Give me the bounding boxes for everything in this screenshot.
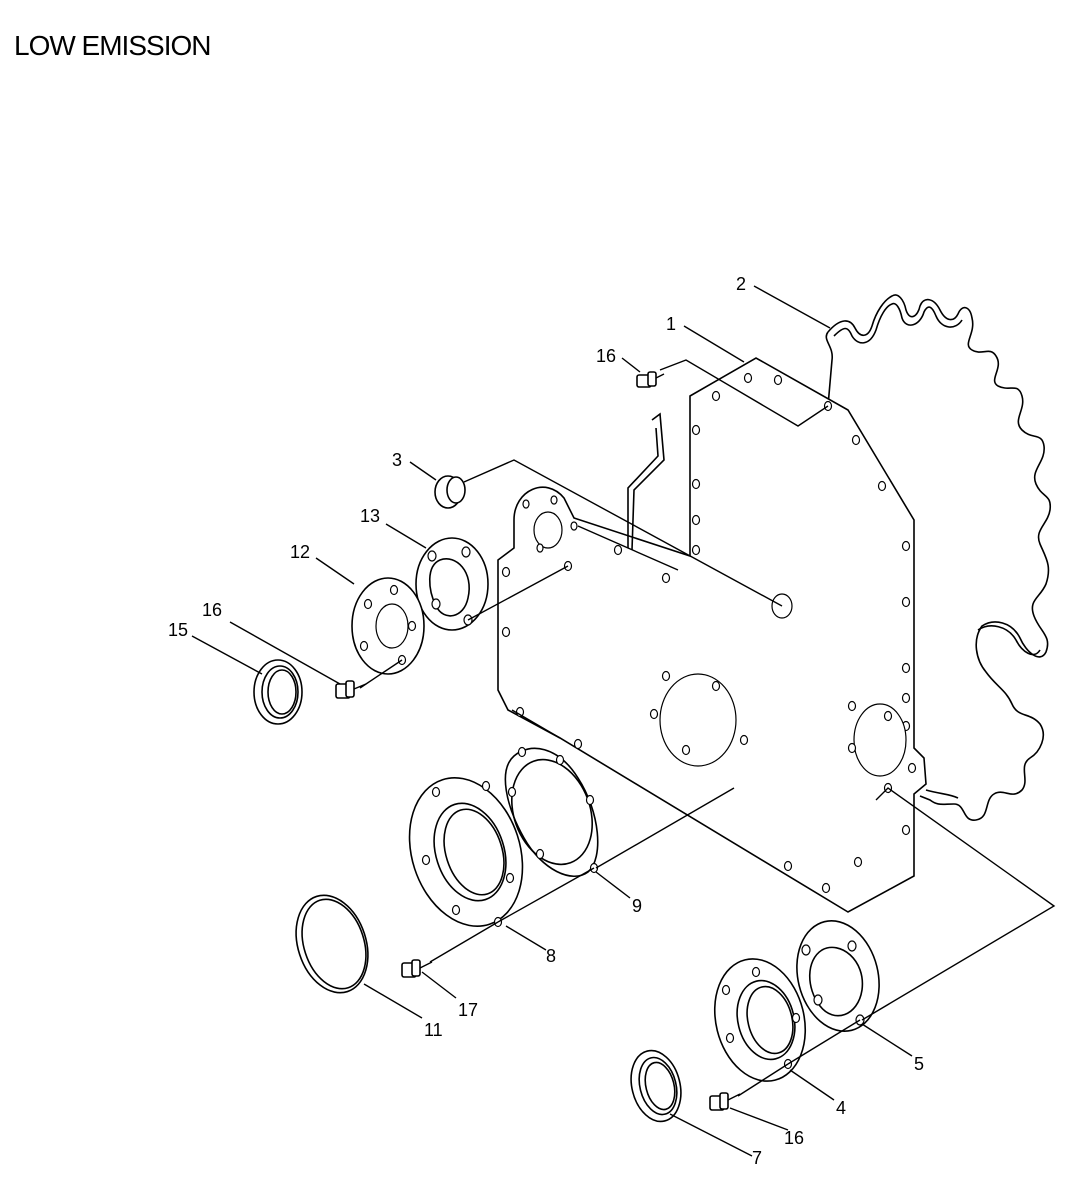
part-13-gasket[interactable] [415, 537, 489, 631]
callout-8: 8 [546, 946, 556, 966]
callout-3: 3 [392, 450, 402, 470]
part-1-housing[interactable] [497, 357, 927, 913]
leader-lines [191, 285, 913, 1157]
callout-11: 11 [424, 1020, 443, 1040]
part-17-bolt[interactable] [401, 959, 433, 978]
callout-5: 5 [914, 1054, 924, 1074]
part-12-flange[interactable] [351, 577, 425, 675]
callout-9: 9 [632, 896, 642, 916]
callout-1: 1 [666, 314, 676, 334]
part-4-seal-flange[interactable] [702, 949, 817, 1091]
callout-2: 2 [736, 274, 746, 294]
part-5-gasket[interactable] [786, 912, 891, 1040]
part-11-oring[interactable] [284, 886, 380, 1002]
part-16-bolt-left[interactable] [335, 680, 367, 699]
diagram-title: LOW EMISSION [14, 30, 211, 61]
callout-17: 17 [458, 1000, 478, 1020]
part-2-gasket-edge-inner [627, 427, 659, 548]
part-8-seal-flange[interactable] [391, 763, 541, 941]
part-3-plug[interactable] [434, 475, 466, 509]
part-15-seal[interactable] [253, 659, 303, 725]
part-7-seal[interactable] [624, 1045, 688, 1126]
callout-16-bottom: 16 [784, 1128, 804, 1148]
part-16-bolt-top[interactable] [636, 371, 665, 388]
callout-16-top: 16 [596, 346, 616, 366]
part-2-gasket-edge [631, 412, 665, 551]
part-16-bolt-bottom[interactable] [709, 1092, 741, 1111]
callout-15: 15 [168, 620, 188, 640]
callout-7: 7 [752, 1148, 762, 1168]
callout-4: 4 [836, 1098, 846, 1118]
callout-labels: 2 1 16 3 13 12 16 15 9 8 17 11 5 4 16 7 [168, 274, 924, 1168]
callout-13: 13 [360, 506, 380, 526]
assembly-lines [359, 359, 1056, 1097]
callout-16-left: 16 [202, 600, 222, 620]
part-2-gasket[interactable] [825, 294, 1052, 821]
callout-12: 12 [290, 542, 310, 562]
